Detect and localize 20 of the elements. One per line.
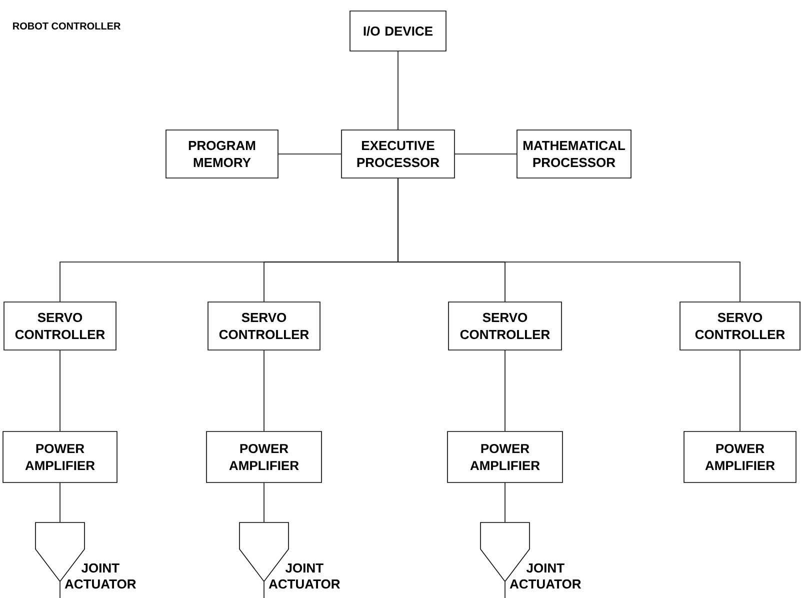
process-box: I/O DEVICE	[350, 10, 446, 52]
process-box: PROGRAM MEMORY	[166, 130, 278, 178]
title: ROBOT CONTROLLER	[13, 22, 121, 30]
process-box: SERVO CONTROLLER	[448, 302, 562, 350]
connector-line	[398, 178, 740, 302]
connector-line	[504, 350, 506, 432]
process-box: POWER AMPLIFIER	[684, 431, 796, 483]
actuator-label: JOINT ACTUATOR	[268, 563, 340, 589]
process-box: POWER AMPLIFIER	[206, 431, 322, 483]
process-box: SERVO CONTROLLER	[4, 302, 116, 350]
process-box: MATHEMATICAL PROCESSOR	[516, 130, 632, 178]
connector-line	[504, 582, 506, 598]
process-box: POWER AMPLIFIER	[2, 431, 118, 483]
process-box: SERVO CONTROLLER	[208, 302, 320, 350]
actuator-label: JOINT ACTUATOR	[510, 563, 582, 589]
actuator-label: JOINT ACTUATOR	[64, 563, 136, 589]
connector-line	[504, 482, 506, 522]
process-box: POWER AMPLIFIER	[447, 431, 563, 483]
process-box: EXECUTIVE PROCESSOR	[341, 130, 455, 178]
process-box: SERVO CONTROLLER	[680, 302, 800, 350]
